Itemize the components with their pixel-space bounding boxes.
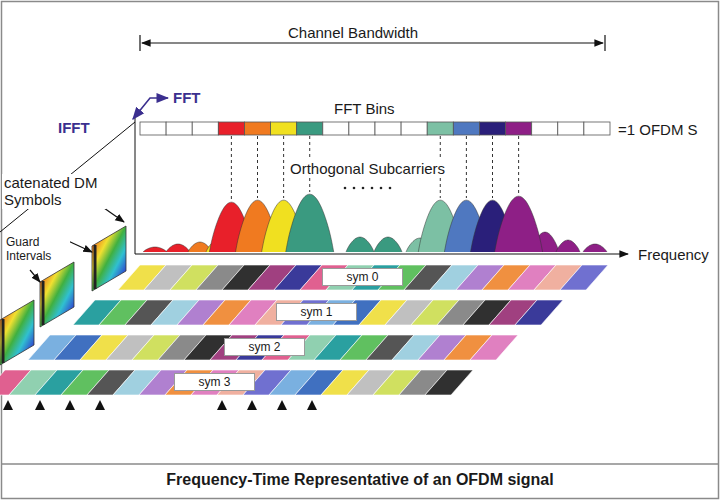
ofdm-symbol-strip bbox=[40, 262, 74, 327]
dot bbox=[380, 187, 383, 190]
fft-bin bbox=[166, 122, 192, 135]
time-marker bbox=[217, 400, 227, 410]
fft-bin bbox=[453, 122, 479, 135]
time-marker bbox=[247, 400, 257, 410]
fft-bin bbox=[271, 122, 297, 135]
label-arrow bbox=[104, 208, 124, 222]
symbol-row bbox=[118, 265, 608, 290]
dot bbox=[353, 187, 356, 190]
symbol-label: sym 0 bbox=[346, 270, 378, 284]
time-marker bbox=[35, 400, 45, 410]
subcarrier-cell bbox=[425, 370, 473, 395]
time-markers bbox=[3, 400, 317, 410]
fft-bin bbox=[349, 122, 375, 135]
label: Orthogonal Subcarriers bbox=[288, 160, 447, 177]
time-axis bbox=[0, 122, 135, 232]
symbol-label: sym 1 bbox=[300, 305, 332, 319]
symbol-row bbox=[28, 335, 518, 360]
guard-interval bbox=[42, 281, 45, 325]
subcarrier bbox=[583, 244, 607, 252]
subcarrier-cell bbox=[560, 265, 608, 290]
ofdm-symbol-strip bbox=[0, 300, 34, 365]
time-marker bbox=[277, 400, 287, 410]
label: =1 OFDM S bbox=[616, 121, 700, 138]
fft-bin bbox=[401, 122, 427, 135]
subcarrier bbox=[556, 240, 580, 252]
label: catenated DM Symbols bbox=[2, 174, 106, 209]
bin-leader bbox=[518, 136, 519, 194]
bin-leader bbox=[283, 136, 284, 198]
subcarrier-cell bbox=[515, 300, 563, 325]
label: Channel Bandwidth bbox=[286, 24, 420, 41]
fft-bins bbox=[140, 122, 610, 135]
time-marker bbox=[65, 400, 75, 410]
fft-bin bbox=[584, 122, 610, 135]
subcarrier bbox=[286, 194, 334, 252]
symbol-box: sym 3 bbox=[174, 373, 255, 391]
bandwidth-arrow bbox=[142, 42, 603, 43]
subcarrier bbox=[143, 247, 167, 252]
fft-bin bbox=[506, 122, 532, 135]
label: Frequency bbox=[636, 246, 711, 263]
box-wall bbox=[135, 118, 136, 254]
subcarrier bbox=[166, 244, 190, 252]
fft-bin bbox=[192, 122, 218, 135]
fft-bin bbox=[297, 122, 323, 135]
subcarrier-cell bbox=[470, 335, 518, 360]
symbol-row bbox=[0, 370, 473, 395]
subcarriers bbox=[143, 194, 607, 252]
dot bbox=[371, 187, 374, 190]
symbol-box: sym 1 bbox=[276, 303, 357, 321]
ofdm-symbol-strip bbox=[92, 226, 126, 291]
fft-bin bbox=[244, 122, 270, 135]
caption: Frequency-Time Representative of an OFDM… bbox=[0, 471, 720, 489]
fft-bin bbox=[323, 122, 349, 135]
label: FFT bbox=[171, 89, 203, 106]
symbol-label: sym 3 bbox=[198, 375, 230, 389]
fft-bin bbox=[375, 122, 401, 135]
fft-bin bbox=[427, 122, 453, 135]
ifft-fft-arrow bbox=[133, 98, 168, 119]
subcarrier bbox=[495, 196, 543, 252]
dot bbox=[362, 187, 365, 190]
subcarrier bbox=[374, 237, 402, 252]
symbol-row bbox=[73, 300, 563, 325]
fft-bin bbox=[140, 122, 166, 135]
frequency-axis bbox=[135, 253, 628, 254]
fft-bin bbox=[218, 122, 244, 135]
time-marker bbox=[307, 400, 317, 410]
time-marker bbox=[3, 400, 13, 410]
time-marker bbox=[95, 400, 105, 410]
dot bbox=[389, 187, 392, 190]
ellipsis-dots bbox=[344, 187, 392, 190]
symbol-box: sym 0 bbox=[322, 268, 403, 286]
guard-interval bbox=[94, 245, 97, 289]
caption-rule bbox=[2, 463, 718, 465]
fft-bin bbox=[558, 122, 584, 135]
fft-bin bbox=[532, 122, 558, 135]
bin-leader bbox=[466, 136, 467, 198]
guard-interval bbox=[2, 319, 5, 363]
bandwidth-tick bbox=[604, 35, 605, 51]
subcarrier bbox=[346, 237, 374, 252]
label: Guard Intervals bbox=[4, 236, 70, 264]
label: FFT Bins bbox=[332, 100, 397, 117]
bandwidth-tick bbox=[139, 35, 140, 51]
symbol-box: sym 2 bbox=[224, 338, 305, 356]
bin-leader bbox=[492, 136, 493, 198]
bin-leader bbox=[231, 136, 232, 200]
label-arrow bbox=[30, 270, 40, 282]
dot bbox=[344, 187, 347, 190]
bin-leader bbox=[257, 136, 258, 198]
symbol-label: sym 2 bbox=[248, 340, 280, 354]
label: IFFT bbox=[56, 119, 92, 136]
fft-bin bbox=[479, 122, 505, 135]
